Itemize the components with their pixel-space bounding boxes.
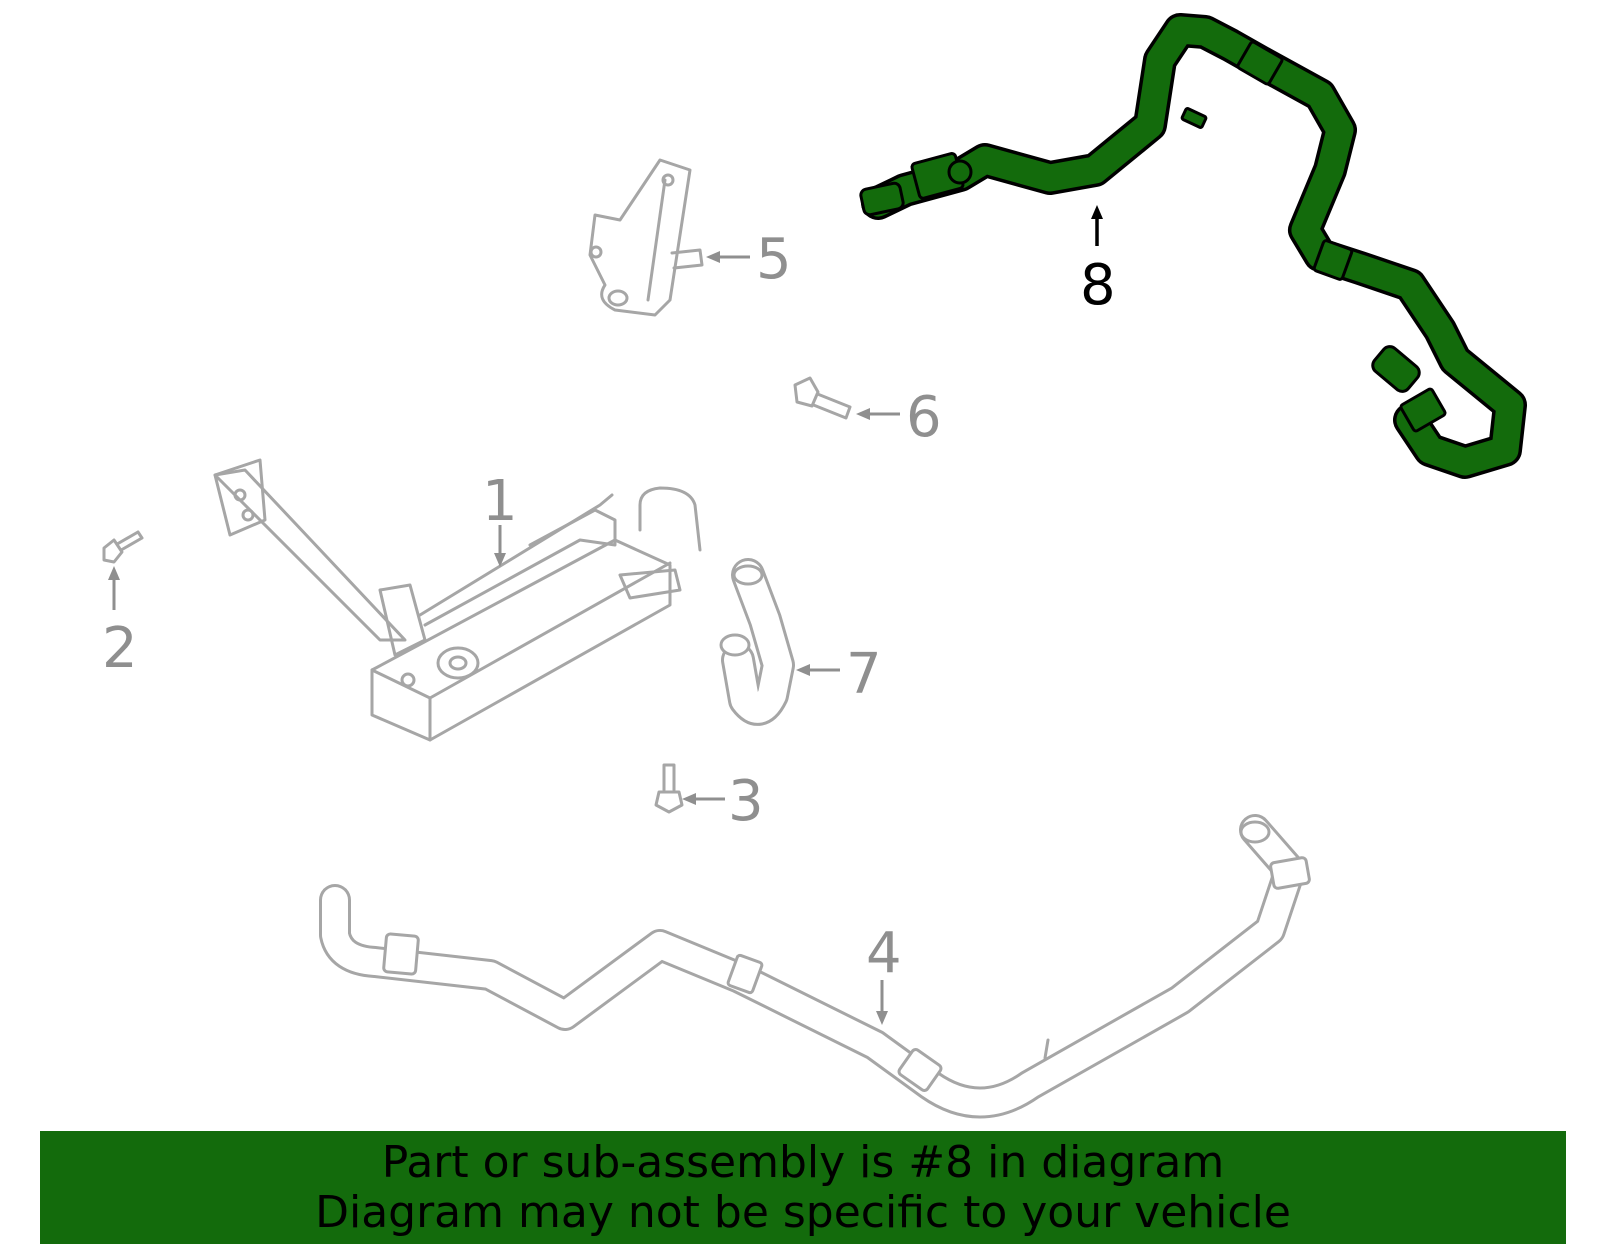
arrowhead-2 (108, 566, 120, 580)
part-5-bracket[interactable] (588, 158, 704, 317)
banner-line-1: Part or sub-assembly is #8 in diagram (381, 1136, 1225, 1188)
callout-3: 3 (728, 769, 764, 834)
callout-6: 6 (906, 385, 942, 450)
callout-4: 4 (866, 921, 902, 986)
part-6-bolt[interactable] (793, 376, 852, 420)
part-7-hose[interactable] (719, 558, 795, 726)
arrowhead-3 (682, 793, 696, 805)
arrowhead-7 (796, 664, 810, 676)
arrowhead-8 (1091, 205, 1103, 219)
arrowhead-1 (494, 553, 506, 567)
arrowhead-4 (876, 1011, 888, 1025)
callout-1: 1 (482, 469, 518, 534)
callout-2: 2 (102, 616, 138, 681)
callout-5: 5 (756, 227, 792, 292)
banner-background (40, 1131, 1566, 1244)
info-banner: Part or sub-assembly is #8 in diagram Di… (40, 1131, 1566, 1244)
part-8-hose[interactable] (859, 13, 1527, 479)
arrowhead-6 (856, 408, 870, 420)
callout-7: 7 (846, 642, 882, 707)
banner-line-2: Diagram may not be specific to your vehi… (315, 1186, 1291, 1238)
arrowhead-5 (706, 251, 720, 263)
part-1-cooler[interactable] (213, 458, 702, 742)
part-2-bolt[interactable] (102, 530, 144, 564)
part-3-bolt[interactable] (654, 763, 684, 814)
part-4-tube[interactable] (319, 814, 1311, 1119)
callout-8: 8 (1080, 253, 1116, 318)
